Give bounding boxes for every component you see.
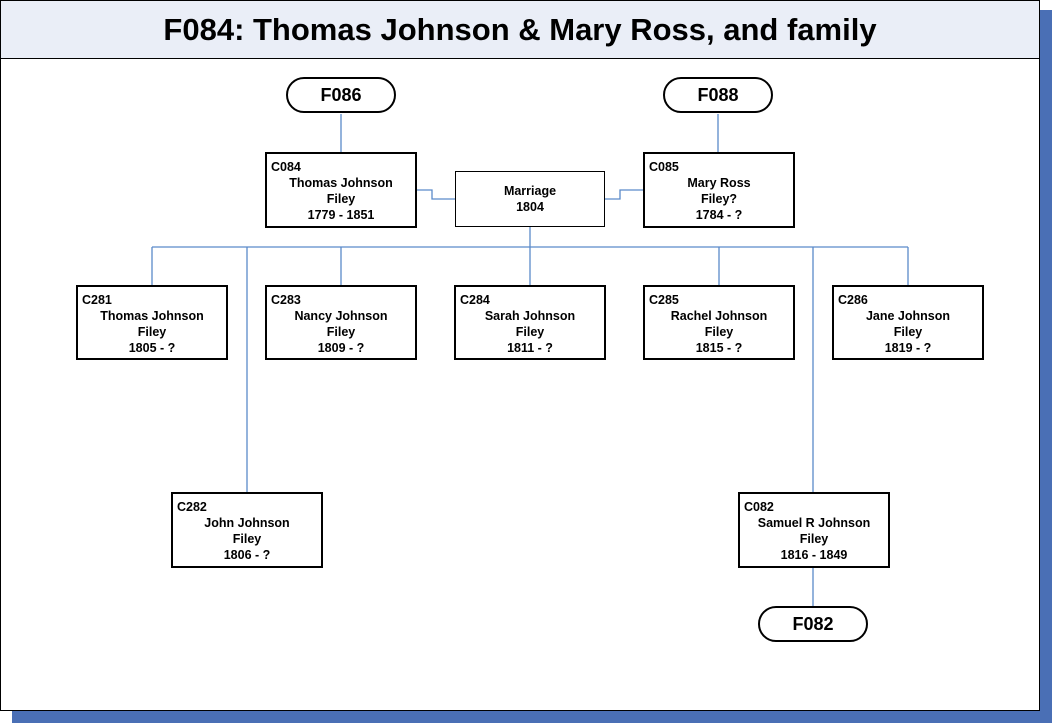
person-name: Thomas Johnson	[289, 176, 393, 190]
person-name: Thomas Johnson	[100, 309, 204, 323]
person-place: Filey	[326, 192, 356, 206]
family-link-f082[interactable]: F082	[758, 606, 868, 642]
person-code: C282	[177, 500, 207, 514]
person-box-mother[interactable]: C085 Mary Ross Filey? 1784 - ?	[643, 152, 795, 228]
person-place: Filey?	[700, 192, 738, 206]
person-code: C084	[271, 160, 301, 174]
person-name: Rachel Johnson	[670, 309, 768, 323]
person-place: Filey	[232, 532, 262, 546]
person-dates: 1815 - ?	[695, 341, 743, 355]
person-dates: 1784 - ?	[695, 208, 743, 222]
family-link-f088[interactable]: F088	[663, 77, 773, 113]
marriage-box: Marriage 1804	[455, 171, 605, 227]
person-place: Filey	[704, 325, 734, 339]
person-dates: 1811 - ?	[507, 341, 553, 355]
person-code: C082	[744, 500, 774, 514]
person-place: Filey	[326, 325, 356, 339]
person-dates: 1809 - ?	[317, 341, 365, 355]
person-dates: 1816 - 1849	[780, 548, 848, 562]
person-dates: 1806 - ?	[223, 548, 271, 562]
person-name: Nancy Johnson	[294, 309, 388, 323]
page-title: F084: Thomas Johnson & Mary Ross, and fa…	[163, 11, 877, 47]
person-code: C281	[82, 293, 112, 307]
person-box-child[interactable]: C283 Nancy Johnson Filey 1809 - ?	[265, 285, 417, 360]
person-name: Samuel R Johnson	[757, 516, 871, 530]
person-name: Sarah Johnson	[484, 309, 576, 323]
title-bar: F084: Thomas Johnson & Mary Ross, and fa…	[1, 1, 1039, 59]
person-box-child[interactable]: C286 Jane Johnson Filey 1819 - ?	[832, 285, 984, 360]
person-box-child[interactable]: C284 Sarah Johnson Filey 1811 - ?	[454, 285, 606, 360]
connector-mother-to-marriage	[605, 189, 643, 200]
person-box-child[interactable]: C282 John Johnson Filey 1806 - ?	[171, 492, 323, 568]
person-code: C283	[271, 293, 301, 307]
person-place: Filey	[515, 325, 545, 339]
person-code: C085	[649, 160, 679, 174]
family-link-f086[interactable]: F086	[286, 77, 396, 113]
person-name: Jane Johnson	[865, 309, 951, 323]
person-dates: 1819 - ?	[884, 341, 932, 355]
marriage-label: Marriage	[503, 184, 557, 198]
person-place: Filey	[799, 532, 829, 546]
person-place: Filey	[893, 325, 923, 339]
person-box-child[interactable]: C082 Samuel R Johnson Filey 1816 - 1849	[738, 492, 890, 568]
person-box-child[interactable]: C285 Rachel Johnson Filey 1815 - ?	[643, 285, 795, 360]
person-name: John Johnson	[204, 516, 290, 530]
person-dates: 1779 - 1851	[307, 208, 375, 222]
connector-father-to-marriage	[417, 189, 455, 200]
person-code: C284	[460, 293, 490, 307]
person-box-child[interactable]: C281 Thomas Johnson Filey 1805 - ?	[76, 285, 228, 360]
person-place: Filey	[137, 325, 167, 339]
person-name: Mary Ross	[687, 176, 751, 190]
marriage-year: 1804	[516, 200, 544, 214]
person-code: C286	[838, 293, 868, 307]
person-code: C285	[649, 293, 679, 307]
person-box-father[interactable]: C084 Thomas Johnson Filey 1779 - 1851	[265, 152, 417, 228]
person-dates: 1805 - ?	[128, 341, 176, 355]
